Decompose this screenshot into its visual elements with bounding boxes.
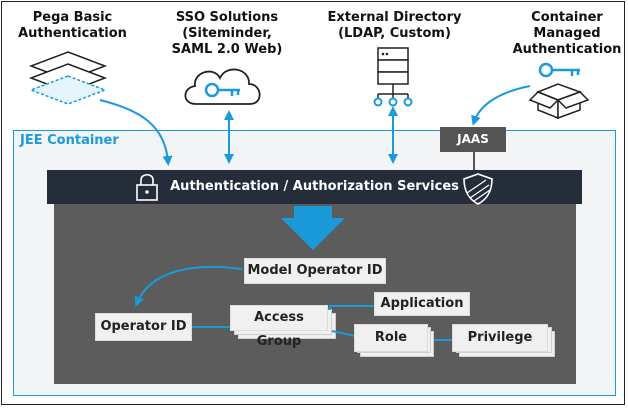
sso-line-2: (Siteminder,	[182, 26, 272, 41]
container-managed-line-2: Managed	[533, 26, 601, 41]
privilege-node: Privilege	[452, 324, 548, 352]
jaas-box: JAAS	[440, 127, 506, 152]
cloud-key-icon	[184, 68, 261, 105]
access-group-node: Access Group	[230, 305, 328, 349]
container-managed-arrow	[471, 85, 531, 126]
lock-icon	[136, 173, 158, 201]
external-directory-line-1: External Directory	[327, 10, 462, 25]
pega-basic-arrow	[99, 99, 173, 166]
application-node: Application	[374, 292, 470, 316]
container-managed-label: Container Managed Authentication	[507, 10, 627, 58]
shield-icon	[463, 173, 493, 205]
pega-basic-label: Pega Basic Authentication	[10, 10, 135, 42]
auth-services-label: Authentication / Authorization Services	[170, 179, 459, 194]
container-managed-line-3: Authentication	[512, 42, 622, 57]
operator-id-node: Operator ID	[95, 313, 192, 341]
model-operator-id-node: Model Operator ID	[244, 258, 386, 284]
server-directory-icon	[373, 47, 413, 107]
external-directory-label: External Directory (LDAP, Custom)	[322, 10, 467, 42]
pega-basic-line-1: Pega Basic	[32, 10, 113, 25]
box-key-icon	[528, 62, 590, 120]
sso-line-3: SAML 2.0 Web)	[171, 42, 283, 57]
auth-services-bar	[47, 170, 582, 204]
model-to-operator-arrow	[134, 265, 243, 307]
layers-icon	[28, 51, 108, 105]
access-role-line	[331, 330, 356, 337]
big-down-arrow	[281, 206, 345, 250]
sso-line-1: SSO Solutions	[175, 10, 279, 25]
pega-basic-line-2: Authentication	[18, 26, 127, 41]
jee-container-label: JEE Container	[20, 133, 119, 148]
container-managed-line-1: Container	[531, 10, 603, 25]
external-directory-line-2: (LDAP, Custom)	[338, 26, 451, 41]
sso-label: SSO Solutions (Siteminder, SAML 2.0 Web)	[162, 10, 292, 58]
role-node: Role	[354, 324, 428, 352]
